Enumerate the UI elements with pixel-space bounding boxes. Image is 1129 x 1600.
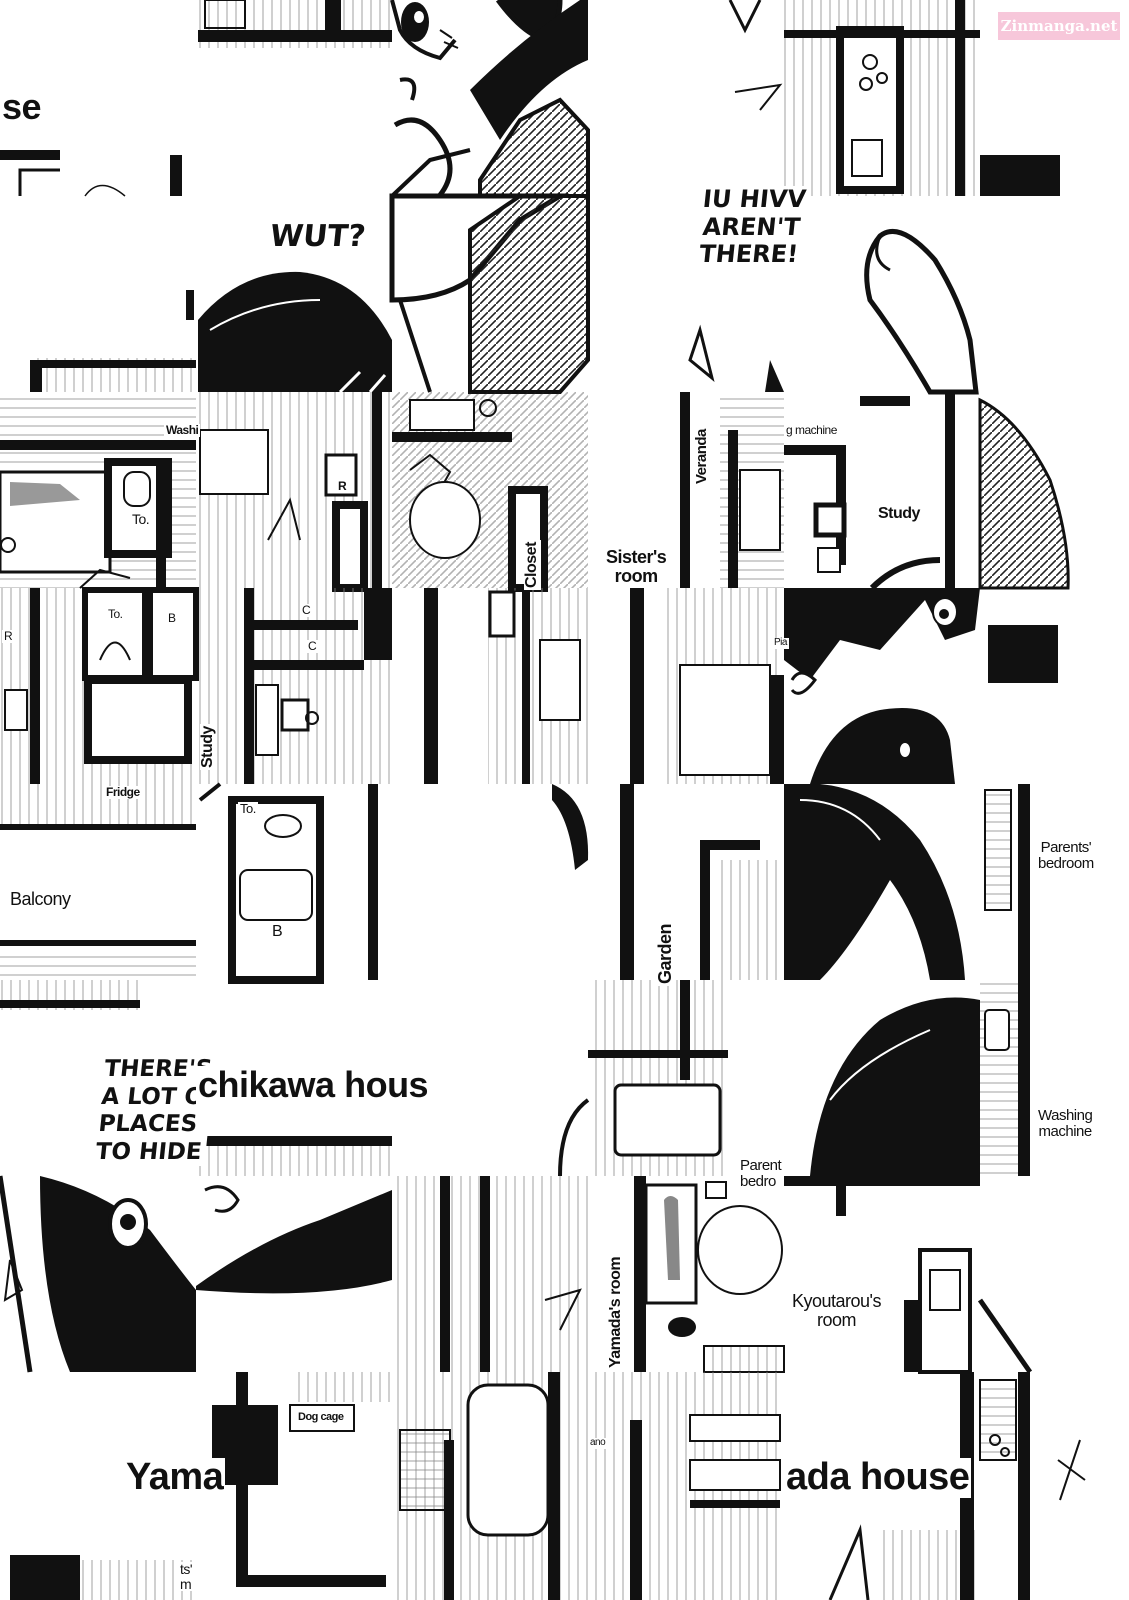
tile-r5-c1 [196, 1136, 392, 1176]
tile-r0-c1 [198, 0, 392, 48]
label-study-1: Study [876, 505, 922, 523]
tile-r1-c2-body [389, 193, 590, 394]
tile-r7-c5 [979, 1372, 1086, 1600]
house-title-ichikawa: chikawa hous [196, 1064, 431, 1105]
label-kyoutarous-room: Kyoutarou's room [790, 1291, 883, 1330]
tile-r6-c1-face [196, 1185, 392, 1294]
tile-r6-c4-plan [836, 1186, 1033, 1374]
tile-r5-c0 [0, 980, 140, 1010]
tile-r5-c3-plan [558, 980, 728, 1177]
tile-r4-c0-plan [0, 784, 196, 980]
label-toilet-3: To. [238, 801, 258, 816]
tile-r2-c4-plan [784, 392, 955, 591]
label-toilet-1: To. [130, 511, 152, 527]
label-parents-bedroom-2: Parent bedro [738, 1157, 784, 1190]
label-washing-fragment: Washi [164, 423, 201, 437]
tile-r3-c4-boy [784, 588, 1058, 784]
house-title-yamada-right: ada house [784, 1456, 972, 1498]
tile-r4-c5-plan [984, 784, 1030, 980]
tile-r7-c1-plan [212, 1372, 392, 1587]
tile-r2-c3-plan [680, 392, 784, 588]
tile-r4-c3-plan [620, 784, 784, 980]
label-balcony: Balcony [8, 889, 73, 909]
house-title-yamada-left: Yama [124, 1456, 226, 1498]
label-study-2: Study [199, 724, 217, 770]
label-veranda: Veranda [693, 427, 710, 486]
tile-r3-c1-plan [196, 588, 392, 784]
label-washing-machine-fragment: g machine [784, 423, 839, 437]
tile-r7-c0 [10, 1555, 196, 1600]
tile-r1-c1-head [198, 271, 392, 394]
house-title-fragment: se [0, 86, 44, 127]
tile-r6-c0-girl [0, 1175, 196, 1373]
tile-r6-c2-plan [392, 1176, 588, 1372]
tile-r2-c1-plan [196, 392, 392, 592]
label-closet-c-1: C [300, 603, 313, 617]
tile-r4-c2 [552, 784, 589, 870]
tile-r3-c2-plan [424, 588, 588, 784]
tile-r1-c4-hand [864, 229, 979, 395]
dialogue-arent-there: IU HIVV AREN'T THERE! [693, 185, 810, 269]
label-sisters-room: Sister's room [604, 547, 669, 586]
label-bath-2: B [270, 923, 285, 941]
tile-r0-c2-face [390, 0, 590, 198]
label-washing-machine: Washing machine [1036, 1107, 1095, 1140]
tile-r7-c3-plan [588, 1372, 784, 1600]
label-closet: Closet [523, 540, 541, 590]
watermark: Zinmanga.net [998, 12, 1120, 40]
tile-r0-c0 [0, 150, 182, 197]
label-yamadas-room: Yamada's room [607, 1254, 625, 1370]
tile-r3-c3-plan [630, 588, 784, 784]
label-dog-cage: Dog cage [296, 1411, 346, 1424]
label-garden: Garden [655, 921, 675, 986]
tile-r2-c5-hair [978, 397, 1070, 590]
tile-r2-c0-plan [0, 392, 196, 589]
label-piano-fragment-1: Pia [772, 637, 789, 649]
tile-r5-c4-head [810, 980, 1030, 1176]
label-r-2: R [2, 629, 15, 643]
label-r-1: R [336, 479, 349, 493]
tile-r0-c4-kitchen [784, 0, 1060, 196]
label-parents-bedroom-1: Parents' bedroom [1036, 839, 1096, 872]
tile-r4-c4-hair [784, 784, 965, 980]
label-parents-fragment: ts' m [178, 1561, 195, 1592]
dialogue-wut: WUT? [266, 219, 370, 255]
tile-r2-c2-plan [392, 392, 588, 592]
label-toilet-2: To. [106, 607, 125, 621]
label-closet-c-2: C [306, 639, 319, 653]
tile-r4-c1-plan [198, 782, 378, 984]
label-fridge: Fridge [104, 785, 142, 799]
label-bath-1: B [166, 611, 178, 625]
tile-r7-c2-plan [392, 1372, 588, 1600]
tile-r1-c0 [30, 290, 196, 392]
label-piano-fragment-2: ano [588, 1437, 608, 1449]
tile-r0-c3 [728, 0, 783, 111]
